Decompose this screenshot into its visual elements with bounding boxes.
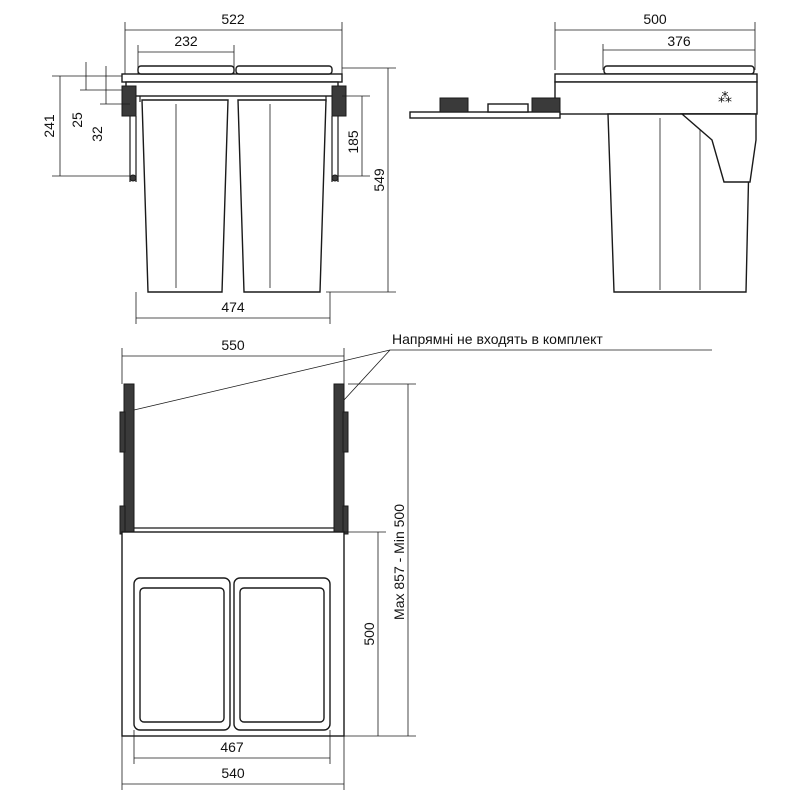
dim-front-bottom-width: 474 — [221, 299, 245, 315]
dim-side-top-width: 500 — [643, 11, 667, 27]
dim-side-inner-width: 376 — [667, 33, 691, 49]
dim-front-top-width: 522 — [221, 11, 245, 27]
dim-top-width: 550 — [221, 337, 245, 353]
dim-front-inner-width: 232 — [174, 33, 198, 49]
dim-front-height-241: 241 — [41, 114, 57, 138]
dim-cabinet-range: Max 857 - Min 500 — [391, 504, 407, 620]
top-view: 550 Напрямні не входять в комплект Max 8… — [119, 331, 712, 790]
dim-top-depth: 500 — [361, 622, 377, 646]
dim-front-height-185: 185 — [345, 130, 361, 154]
logo-mark: ⁂ — [718, 89, 732, 105]
front-view: 522 232 241 25 — [41, 11, 396, 324]
dim-top-bottom-width: 540 — [221, 765, 245, 781]
dim-bins-width: 467 — [220, 739, 244, 755]
dim-front-height-32: 32 — [89, 126, 105, 142]
dim-front-height-25: 25 — [69, 112, 85, 128]
side-view: 500 376 ⁂ — [409, 11, 758, 293]
dim-front-total-height: 549 — [371, 168, 387, 192]
note-guides-not-included: Напрямні не входять в комплект — [392, 331, 603, 347]
